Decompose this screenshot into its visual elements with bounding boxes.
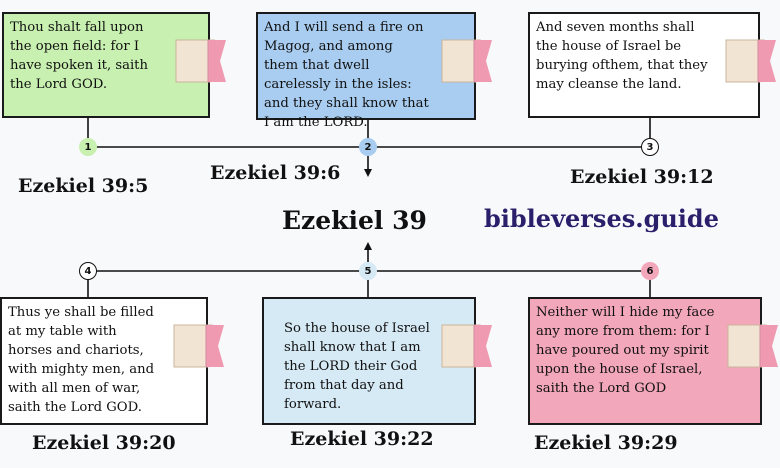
bookmark-tab-icon xyxy=(724,36,776,88)
verse-reference-4: Ezekiel 39:20 xyxy=(32,432,176,454)
verse-number-badge-3: 3 xyxy=(641,138,659,156)
site-watermark: bibleverses.guide xyxy=(484,204,719,233)
verse-reference-5: Ezekiel 39:22 xyxy=(290,428,434,450)
verse-number-badge-1: 1 xyxy=(79,138,97,156)
verse-box-1: Thou shalt fall upon the open field: for… xyxy=(2,12,226,118)
arrow-down-icon xyxy=(364,169,372,177)
verse-text-1: Thou shalt fall upon the open field: for… xyxy=(10,20,148,92)
bookmark-tab-icon xyxy=(172,321,224,373)
verse-text-6: Neither will I hide my face any more fro… xyxy=(536,305,715,396)
chapter-title: Ezekiel 39 xyxy=(282,206,427,235)
bookmark-tab-icon xyxy=(726,321,778,373)
verse-text-2: And I will send a fire on Magog, and amo… xyxy=(264,20,429,130)
verse-box-6: Neither will I hide my face any more fro… xyxy=(528,297,778,425)
verse-text-3: And seven months shall the house of Isra… xyxy=(536,20,708,92)
bookmark-tab-icon xyxy=(174,36,226,88)
verse-box-3: And seven months shall the house of Isra… xyxy=(528,12,776,118)
verse-reference-1: Ezekiel 39:5 xyxy=(18,175,149,197)
verse-text-5: So the house of Israel shall know that I… xyxy=(284,321,430,412)
verse-number-badge-4: 4 xyxy=(79,262,97,280)
verse-reference-6: Ezekiel 39:29 xyxy=(534,432,678,454)
verse-number-badge-5: 5 xyxy=(359,262,377,280)
verse-reference-3: Ezekiel 39:12 xyxy=(570,166,714,188)
verse-text-4: Thus ye shall be filled at my table with… xyxy=(8,305,155,415)
verse-number-badge-6: 6 xyxy=(641,262,659,280)
verse-reference-2: Ezekiel 39:6 xyxy=(210,162,341,184)
bookmark-tab-icon xyxy=(440,36,492,88)
verse-box-4: Thus ye shall be filled at my table with… xyxy=(0,297,224,425)
arrow-up-icon xyxy=(364,242,372,250)
verse-box-5: So the house of Israel shall know that I… xyxy=(262,297,492,425)
verse-box-2: And I will send a fire on Magog, and amo… xyxy=(256,12,492,130)
verse-number-badge-2: 2 xyxy=(359,138,377,156)
bookmark-tab-icon xyxy=(440,321,492,373)
